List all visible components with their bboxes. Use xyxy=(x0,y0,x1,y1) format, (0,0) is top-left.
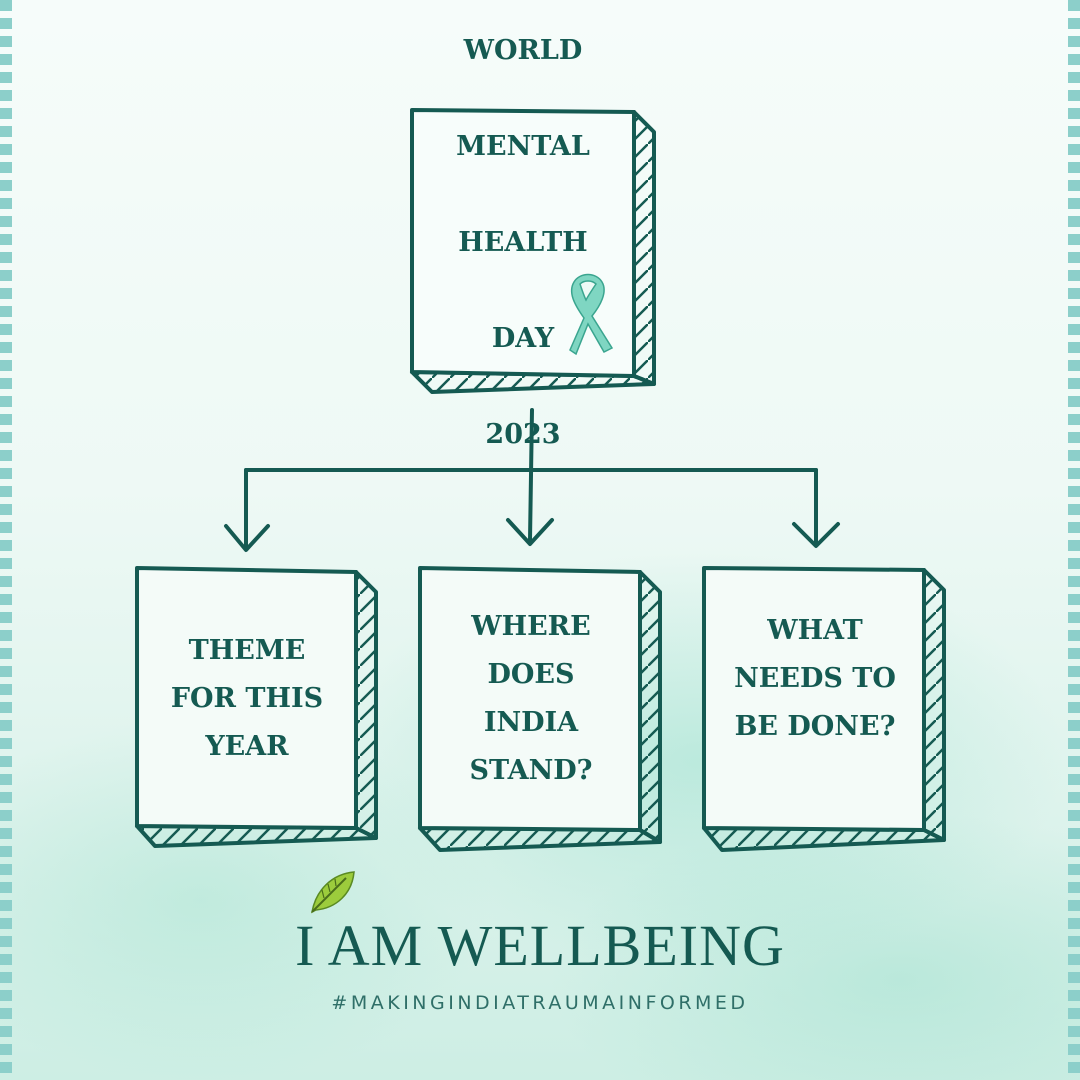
top-box-line: HEALTH xyxy=(458,227,588,258)
top-box-line: 2023 xyxy=(485,419,561,450)
top-box-line: WORLD xyxy=(463,35,583,66)
connector-lines xyxy=(224,408,840,552)
arrow-right-icon xyxy=(792,522,840,548)
box-theme xyxy=(135,566,378,848)
brand-name: I AM WELLBEING xyxy=(295,913,785,978)
box-india-text: WHERE DOES INDIA STAND? xyxy=(469,611,593,786)
left-striped-border xyxy=(0,0,12,1080)
brand-hashtag: #MAKINGINDIATRAUMAINFORMED xyxy=(331,992,749,1014)
box-theme-text: THEME FOR THIS YEAR xyxy=(170,635,324,762)
top-box-line: DAY xyxy=(491,323,555,354)
top-box-line: MENTAL xyxy=(456,131,590,162)
arrow-middle-icon xyxy=(506,518,554,546)
arrow-left-icon xyxy=(224,524,270,552)
right-striped-border xyxy=(1068,0,1080,1080)
leaf-icon xyxy=(310,871,355,914)
awareness-ribbon-icon xyxy=(569,273,614,356)
box-action-text: WHAT NEEDS TO BE DONE? xyxy=(734,615,896,742)
top-box-title: WORLD MENTAL HEALTH DAY 2023 xyxy=(416,35,630,450)
box-action xyxy=(702,566,946,852)
box-india xyxy=(418,566,662,852)
